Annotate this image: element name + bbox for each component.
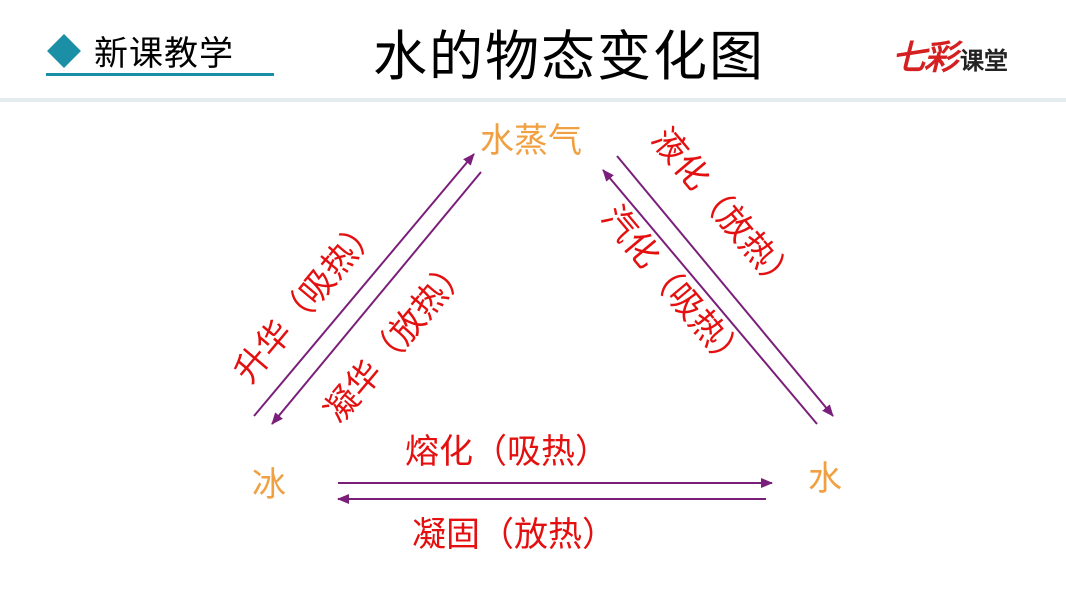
header-divider: [0, 98, 1066, 102]
state-ice: 冰: [252, 465, 286, 505]
label-solidification: 凝固（放热）: [412, 515, 616, 555]
arrow-vaporization: [602, 169, 818, 425]
state-water: 水: [808, 459, 842, 499]
section-underline: [46, 73, 274, 76]
section-label: 新课教学: [47, 26, 234, 75]
arrow-sublimation: [253, 153, 475, 417]
arrow-desublimation: [271, 171, 482, 425]
slide-header: 新课教学 水的物态变化图 七彩 课堂: [0, 0, 1066, 102]
label-melting: 熔化（吸热）: [405, 432, 609, 472]
brand-logo: 七彩 课堂: [892, 30, 1008, 79]
section-label-text: 新课教学: [94, 34, 234, 74]
page-title: 水的物态变化图: [373, 25, 765, 88]
arrow-liquefaction: [616, 155, 834, 417]
logo-brand-text: 七彩: [892, 38, 958, 78]
state-water-vapor: 水蒸气: [480, 121, 582, 161]
logo-sub-text: 课堂: [960, 47, 1008, 75]
